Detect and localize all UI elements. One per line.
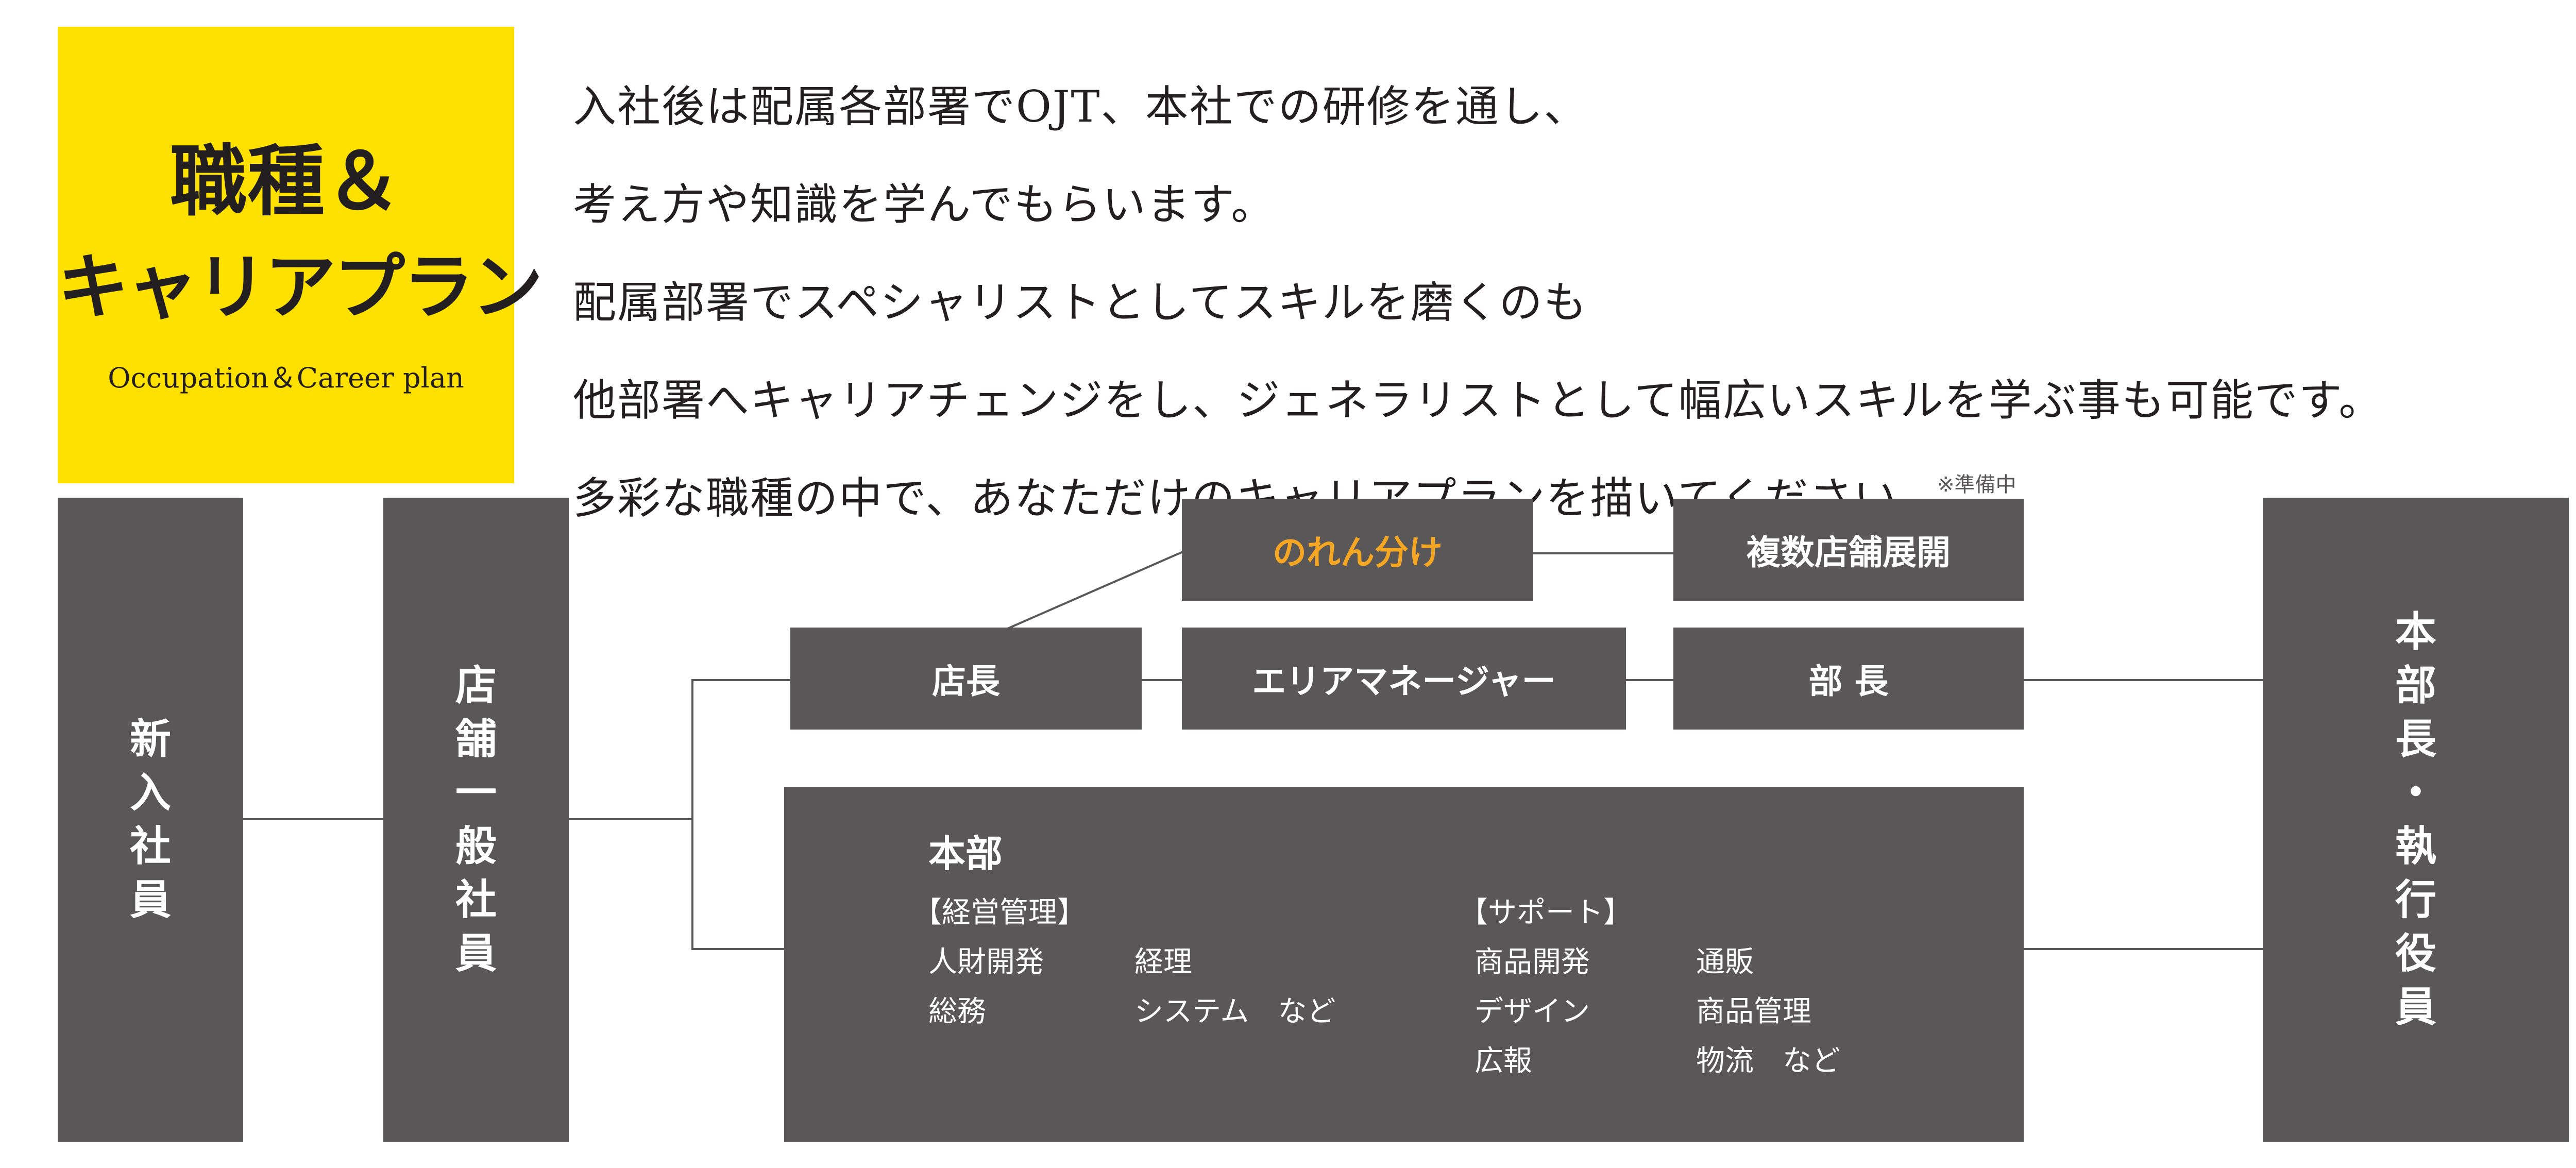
connector-line xyxy=(1142,679,1182,681)
connector-line xyxy=(569,818,692,820)
hq-support-label-wrap: 【サポート】 xyxy=(1459,888,1632,938)
dept-manager-box: 部 長 xyxy=(1673,628,2024,730)
intro-line: 他部署へキャリアチェンジをし、ジェネラリストとして幅広いスキルを学ぶ事も可能です… xyxy=(573,375,2383,426)
hq-support-col1: 商品開発 デザイン 広報 xyxy=(1475,938,1590,1086)
connector-diagonal xyxy=(1000,550,1184,633)
title-badge: 職種＆ キャリアプラン Occupation＆Career plan xyxy=(58,27,543,483)
hq-item: 通販 xyxy=(1696,945,1754,979)
preparing-note: ※準備中 xyxy=(1937,473,2016,497)
intro-line: 配属部署でスペシャリストとしてスキルを磨くのも xyxy=(573,277,1588,328)
store-manager-label: 店長 xyxy=(932,662,1000,701)
executive-char: ・ xyxy=(2395,769,2436,817)
hq-item: 物流 など xyxy=(1696,1044,1840,1078)
multi-store-box: 複数店舗展開 xyxy=(1673,499,2024,601)
area-manager-label: エリアマネージャー xyxy=(1252,662,1556,701)
area-manager-box: エリアマネージャー xyxy=(1182,628,1626,730)
intro-line: 入社後は配属各部署でOJT、本社での研修を通し、 xyxy=(573,81,1588,132)
badge-title-line1: 職種＆ xyxy=(170,136,402,227)
executive-char: 部 xyxy=(2395,662,2436,709)
multi-store-label: 複数店舗展開 xyxy=(1747,533,1951,572)
executive-char: 本 xyxy=(2395,608,2436,656)
hq-item: 商品開発 xyxy=(1475,945,1590,979)
hq-item: 経理 xyxy=(1134,945,1192,979)
headquarters-box: 本部 【経営管理】 人財開発 総務 経理 システム など 【サポート】 商品開発… xyxy=(784,787,2024,1142)
noren-box: のれん分け xyxy=(1182,499,1533,601)
executive-char: 役 xyxy=(2395,929,2436,977)
connector-line xyxy=(691,948,784,950)
executive-char: 長 xyxy=(2395,715,2436,763)
connector-line xyxy=(691,679,693,949)
store-staff-char: 社 xyxy=(455,876,497,924)
connector-line xyxy=(243,818,383,820)
hq-management-label-wrap: 【経営管理】 xyxy=(913,888,1086,938)
store-staff-char: 一 xyxy=(455,769,497,817)
dept-manager-label: 部 長 xyxy=(1808,662,1889,701)
store-staff-char: 舗 xyxy=(455,715,497,763)
connector-line xyxy=(691,679,790,681)
executive-box: 本 部 長 ・ 執 行 役 員 xyxy=(2263,498,2569,1142)
executive-char: 員 xyxy=(2395,983,2436,1031)
new-hire-char: 員 xyxy=(130,876,171,924)
store-staff-char: 員 xyxy=(455,929,497,977)
executive-char: 執 xyxy=(2395,822,2436,870)
hq-item: 総務 xyxy=(928,995,986,1028)
intro-line: 考え方や知識を学んでもらいます。 xyxy=(573,179,1276,230)
hq-support-label: 【サポート】 xyxy=(1459,896,1632,929)
hq-management-col2: 経理 システム など xyxy=(1134,938,1335,1037)
executive-char: 行 xyxy=(2395,876,2436,924)
store-staff-char: 般 xyxy=(455,822,497,870)
hq-management-col1: 人財開発 総務 xyxy=(928,938,1044,1037)
connector-line xyxy=(1626,679,1673,681)
store-staff-box: 店 舗 一 般 社 員 xyxy=(383,498,569,1142)
badge-subtitle: Occupation＆Career plan xyxy=(108,362,464,394)
new-hire-char: 新 xyxy=(130,715,171,763)
store-manager-box: 店長 xyxy=(790,628,1142,730)
new-hire-char: 入 xyxy=(130,769,171,817)
store-staff-char: 店 xyxy=(455,662,497,709)
connector-line xyxy=(2024,679,2263,681)
hq-title: 本部 xyxy=(928,832,1003,875)
hq-support-col2: 通販 商品管理 物流 など xyxy=(1696,938,1840,1086)
badge-title-line2: キャリアプラン xyxy=(58,245,543,329)
hq-management-label: 【経営管理】 xyxy=(913,896,1086,929)
noren-label: のれん分け xyxy=(1273,533,1443,572)
hq-item: 商品管理 xyxy=(1696,995,1811,1028)
hq-item: システム など xyxy=(1134,995,1336,1028)
hq-item: 広報 xyxy=(1475,1044,1532,1078)
connector-line xyxy=(2024,948,2263,950)
hq-item: デザイン xyxy=(1475,995,1590,1028)
connector-line xyxy=(1533,552,1673,554)
hq-item: 人財開発 xyxy=(928,945,1044,979)
new-hire-char: 社 xyxy=(130,822,171,870)
new-hire-box: 新 入 社 員 xyxy=(58,498,243,1142)
